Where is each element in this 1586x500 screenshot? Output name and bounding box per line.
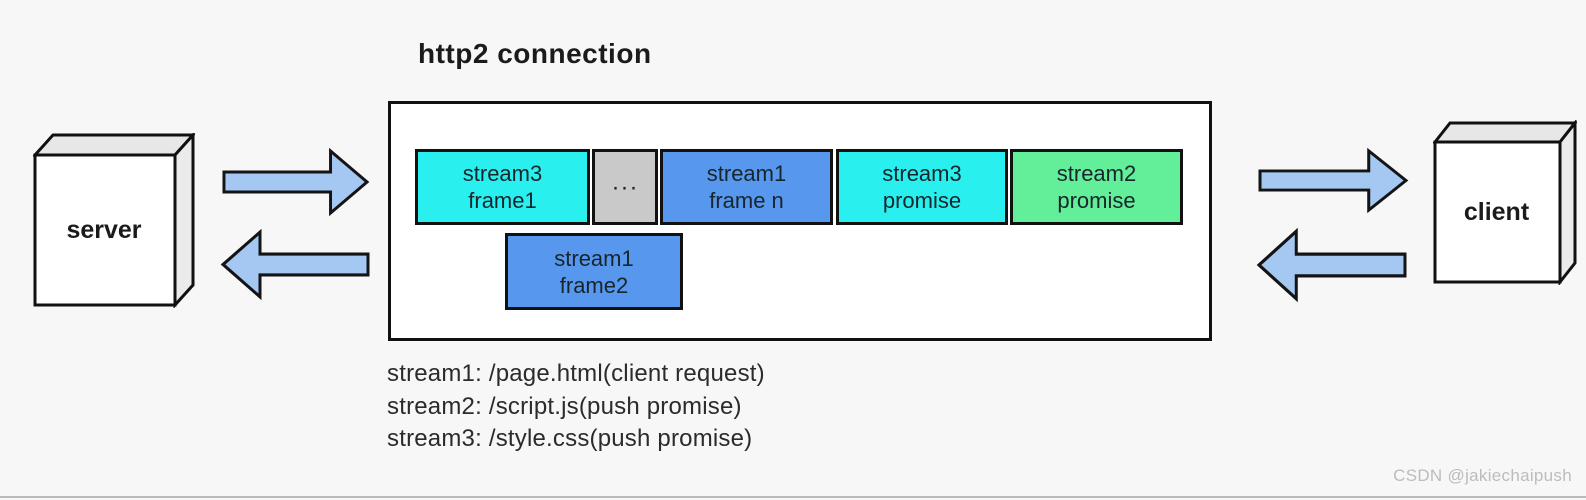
frame-label-line1: stream1 xyxy=(706,161,787,186)
frame-label-line1: stream3 xyxy=(882,161,962,186)
frame-stream1-frame2: stream1 frame2 xyxy=(505,233,683,310)
frame-stream3-promise: stream3 promise xyxy=(836,149,1008,225)
connection-to-client-arrow-icon xyxy=(1258,148,1409,213)
server-cube-icon xyxy=(33,133,195,308)
frame-label-line1: ··· xyxy=(611,173,639,201)
connection-to-server-arrow-icon xyxy=(220,229,370,300)
frame-stream2-promise: stream2 promise xyxy=(1010,149,1183,225)
server-to-connection-arrow-icon xyxy=(222,148,370,216)
watermark: CSDN @jakiechaipush xyxy=(1393,466,1572,485)
client-label: client xyxy=(1463,197,1530,226)
frame-ellipsis: ··· xyxy=(592,149,658,225)
frame-label-line1: stream2 xyxy=(1056,161,1137,186)
client-to-connection-arrow-icon xyxy=(1256,228,1407,302)
legend-line-stream2: stream2: /script.js(push promise) xyxy=(387,392,742,420)
frame-stream3-frame1: stream3 frame1 xyxy=(415,149,590,225)
client-node: client xyxy=(1433,120,1577,285)
legend-line-stream1: stream1: /page.html(client request) xyxy=(387,360,765,387)
frame-label-line2: promise xyxy=(1057,188,1136,213)
server-node: server xyxy=(33,133,195,308)
frame-stream1-frame-n: stream1 frame n xyxy=(660,149,833,225)
frame-label-line2: promise xyxy=(882,188,962,213)
frame-label-line1: stream3 xyxy=(462,161,543,186)
frame-label-line2: frame2 xyxy=(559,272,629,298)
legend-line-stream3: stream3: /style.css(push promise) xyxy=(387,425,753,452)
frame-label-line2: frame n xyxy=(709,188,784,213)
server-label: server xyxy=(66,215,142,244)
diagram-title: http2 connection xyxy=(418,38,652,69)
connection-box: stream3 frame1 ··· stream1 frame n strea… xyxy=(388,101,1212,341)
frame-label-line1: stream1 xyxy=(554,245,634,271)
stream-legend: stream1: /page.html(client request) stre… xyxy=(387,358,765,456)
bottom-divider xyxy=(0,496,1586,498)
client-cube-icon xyxy=(1433,120,1577,285)
frame-label-line2: frame1 xyxy=(468,188,537,213)
